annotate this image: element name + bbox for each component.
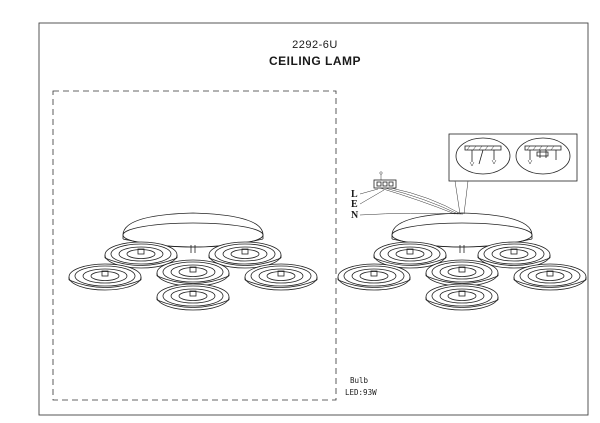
- wire-label-neutral: N: [351, 210, 359, 221]
- wire-label-earth: E: [351, 199, 358, 210]
- lamp-side-view: [338, 213, 586, 310]
- product-name: CEILING LAMP: [269, 54, 361, 68]
- terminal-block: [373, 171, 397, 189]
- led-wattage: LED:93W: [345, 388, 377, 397]
- model-number: 2292-6U: [292, 39, 338, 51]
- supply-wires: [359, 187, 464, 216]
- dashed-view-frame: [52, 90, 337, 401]
- sheet-border: [38, 22, 589, 416]
- wire-label-live: L: [351, 189, 358, 200]
- mounting-detail-callout: [448, 133, 578, 215]
- lamp-front-view: [69, 213, 317, 310]
- bulb-label: Bulb: [350, 376, 369, 385]
